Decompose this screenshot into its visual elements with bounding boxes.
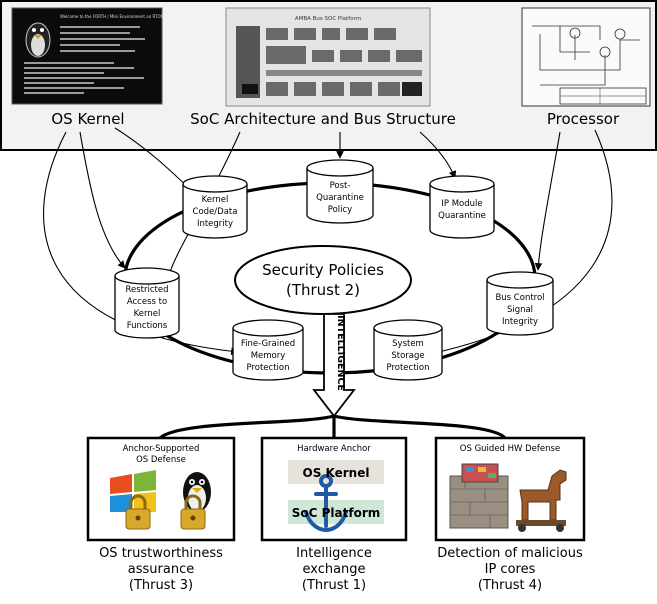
post-quarantine-line3: Policy	[328, 205, 352, 215]
caption-detection-2: IP cores	[485, 562, 536, 577]
soc-screen-title: AMBA Bus SOC Platform	[295, 16, 361, 22]
soc-platform-bar-label: SoC Platform	[292, 506, 381, 520]
cylinder-ip-module-quarantine: IP Module Quarantine	[429, 175, 495, 239]
bus-control-line1: Bus Control	[495, 293, 544, 303]
lock-icon	[125, 494, 151, 530]
processor-label: Processor	[547, 110, 620, 128]
fanout-lines	[158, 414, 507, 440]
anchor-supported-title1: Anchor-Supported	[123, 444, 200, 454]
security-policies-title: Security Policies	[262, 261, 384, 279]
kernel-code-line1: Kernel	[202, 195, 229, 205]
intelligence-arrow: INTELLIGENCE	[312, 313, 356, 418]
bus-control-line2: Signal	[507, 305, 533, 315]
chip-wall-icon	[449, 463, 509, 529]
lock-icon	[180, 494, 206, 530]
cylinder-fine-grained-memory: Fine-Grained Memory Protection	[232, 319, 304, 381]
cylinder-kernel-code-integrity: Kernel Code/Data Integrity	[182, 175, 248, 239]
security-policies-thrust: (Thrust 2)	[286, 281, 360, 299]
post-quarantine-line1: Post-	[330, 181, 351, 191]
cylinder-post-quarantine-policy: Post- Quarantine Policy	[306, 159, 374, 224]
caption-detection-3: (Thrust 4)	[478, 578, 542, 593]
system-storage-line3: Protection	[386, 363, 429, 373]
post-quarantine-line2: Quarantine	[316, 193, 364, 203]
trojan-horse-icon	[516, 469, 567, 532]
fine-grained-line3: Protection	[246, 363, 289, 373]
os-kernel-screenshot: Welcome to the FORTH / Mini Environment …	[11, 7, 164, 105]
cylinder-bus-control: Bus Control Signal Integrity	[486, 271, 554, 336]
bus-control-line3: Integrity	[502, 317, 538, 327]
system-storage-line1: System	[392, 339, 424, 349]
os-kernel-bar	[288, 460, 384, 484]
caption-os-trustworthiness-3: (Thrust 3)	[129, 578, 193, 593]
cylinder-restricted-access: Restricted Access to Kernel Functions	[114, 267, 180, 339]
restricted-line4: Functions	[127, 321, 168, 331]
restricted-line2: Access to	[127, 297, 167, 307]
fine-grained-line1: Fine-Grained	[241, 339, 295, 349]
box-os-guided-hw-defense: OS Guided HW Defense	[434, 436, 586, 542]
kernel-code-line3: Integrity	[197, 219, 233, 229]
caption-intelligence-3: (Thrust 1)	[302, 578, 366, 593]
caption-os-trustworthiness-1: OS trustworthiness	[99, 546, 223, 561]
processor-schematic	[521, 7, 651, 107]
fine-grained-line2: Memory	[251, 351, 286, 361]
cylinder-system-storage: System Storage Protection	[373, 319, 443, 381]
anchor-icon	[304, 474, 348, 533]
os-kernel-label: OS Kernel	[51, 110, 124, 128]
kernel-code-line2: Code/Data	[193, 207, 238, 217]
box-anchor-supported-os-defense: Anchor-Supported OS Defense	[86, 436, 236, 542]
caption-intelligence-2: exchange	[302, 562, 365, 577]
ip-module-line2: Quarantine	[438, 211, 486, 221]
hardware-anchor-title: Hardware Anchor	[297, 444, 371, 454]
soc-architecture-screenshot: AMBA Bus SOC Platform	[225, 7, 431, 107]
ip-module-line1: IP Module	[441, 199, 482, 209]
system-storage-line2: Storage	[391, 351, 424, 361]
security-policies-hub: Security Policies (Thrust 2)	[234, 245, 412, 315]
caption-intelligence-1: Intelligence	[296, 546, 372, 561]
anchor-supported-title2: OS Defense	[136, 455, 186, 465]
terminal-header: Welcome to the FORTH / Mini Environment …	[60, 14, 164, 19]
intelligence-label: INTELLIGENCE	[335, 315, 346, 391]
soc-architecture-label: SoC Architecture and Bus Structure	[190, 110, 456, 128]
restricted-line3: Kernel	[134, 309, 161, 319]
os-guided-title: OS Guided HW Defense	[460, 444, 560, 454]
caption-detection-1: Detection of malicious	[437, 546, 583, 561]
box-hardware-anchor: Hardware Anchor OS Kernel SoC Platform	[260, 436, 408, 542]
os-kernel-bar-label: OS Kernel	[303, 466, 370, 480]
caption-os-trustworthiness-2: assurance	[128, 562, 194, 577]
restricted-line1: Restricted	[125, 285, 168, 295]
